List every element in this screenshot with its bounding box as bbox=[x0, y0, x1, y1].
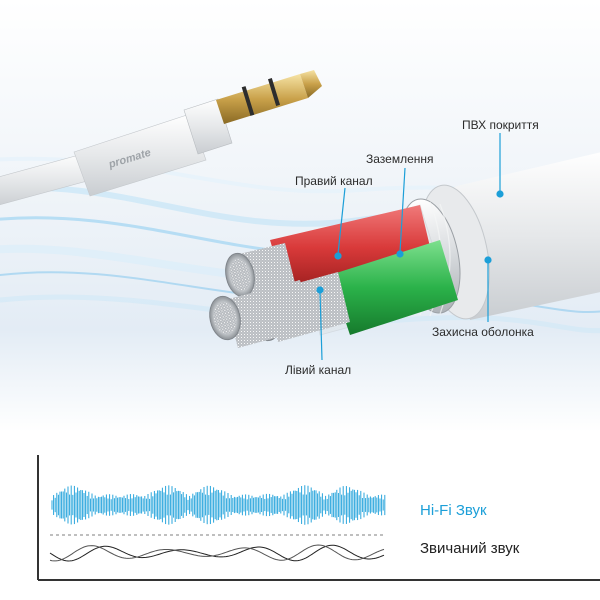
label-hifi-sound: Hi-Fi Звук bbox=[420, 502, 487, 519]
hifi-waveform bbox=[51, 485, 386, 525]
label-left-channel: Лівий канал bbox=[285, 363, 352, 377]
right-channel-wire bbox=[225, 205, 432, 298]
sound-comparison-panel bbox=[37, 455, 600, 581]
label-right-channel: Правий канал bbox=[295, 174, 373, 188]
normal-waveform bbox=[49, 544, 385, 562]
label-shield: Захисна оболонка bbox=[432, 325, 534, 339]
ground-wire bbox=[209, 280, 312, 348]
audio-jack: promate bbox=[0, 70, 322, 206]
label-pvc-coating: ПВХ покриття bbox=[462, 118, 539, 132]
callouts bbox=[316, 133, 504, 361]
label-ground: Заземлення bbox=[366, 152, 434, 166]
label-normal-sound: Звичаний звук bbox=[420, 540, 520, 557]
